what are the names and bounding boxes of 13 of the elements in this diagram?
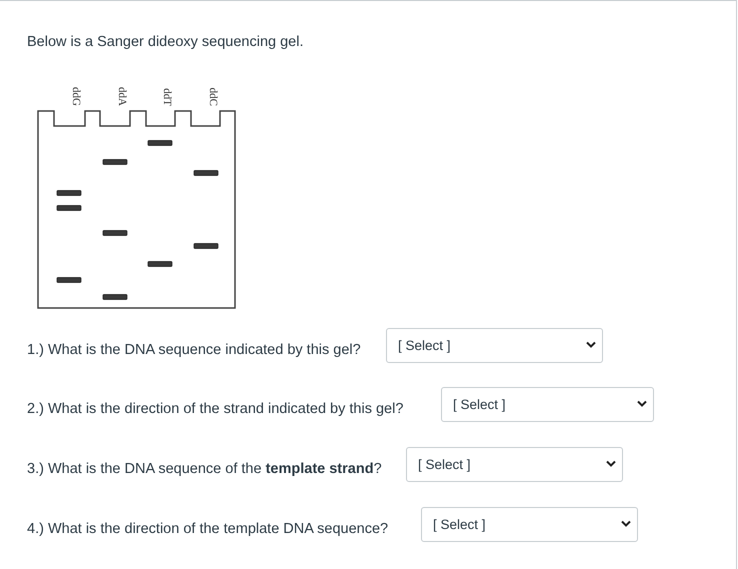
lane-label: ddA <box>116 87 128 106</box>
lane-label: ddT <box>161 88 173 106</box>
heading-text: Below is a Sanger dideoxy sequencing gel. <box>27 34 304 50</box>
lane-label: ddG <box>70 87 82 106</box>
dropdown-select: [ Select ] <box>386 328 603 363</box>
dropdown-select: [ Select ] <box>441 387 654 422</box>
dropdown-select: [ Select ] <box>406 447 623 482</box>
question-text: 1.) What is the DNA sequence indicated by this gel? <box>27 342 361 358</box>
lane-label: ddC <box>207 88 219 106</box>
question-text: 4.) What is the direction of the template DNA sequence? <box>27 521 388 537</box>
question-text: 2.) What is the direction of the strand indicated by this gel? <box>27 401 404 417</box>
dropdown-select: [ Select ] <box>421 507 638 542</box>
question-text: 3.) What is the DNA sequence of the template strand? <box>27 461 382 477</box>
